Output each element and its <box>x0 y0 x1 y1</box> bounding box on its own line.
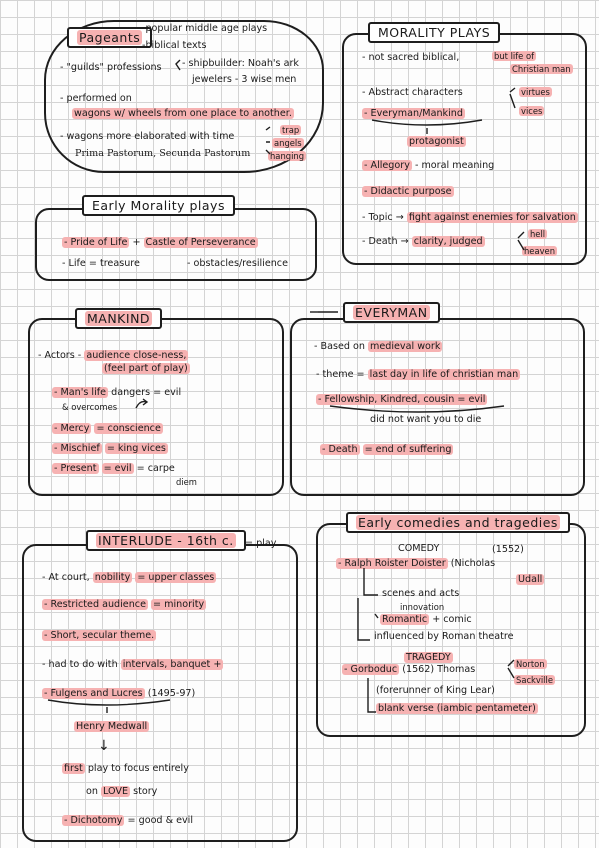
mankind-title: MANKIND <box>75 308 163 329</box>
interlude-first-play: first play to focus entirely <box>62 763 189 774</box>
comedies-norton: Norton <box>514 659 547 669</box>
comedies-comedy-label: COMEDY <box>398 543 440 554</box>
everyman-theme: - theme = last day in life of christian … <box>316 369 521 380</box>
morality-vices: vices <box>519 106 545 116</box>
mankind-diem: diem <box>176 477 197 487</box>
interlude-court: - At court, nobility = upper classes <box>42 572 217 583</box>
interlude-love: on LOVE story <box>86 786 158 797</box>
pageants-wagons: wagons w/ wheels from one place to anoth… <box>72 108 294 119</box>
comedies-year-1552: (1552) <box>492 544 524 555</box>
everyman-title: EVERYMAN <box>343 302 440 323</box>
comedies-ralph: - Ralph Roister Doister (Nicholas <box>336 558 496 569</box>
morality-virtues: virtues <box>519 87 552 97</box>
early-life-treasure: - Life = treasure <box>62 258 140 269</box>
interlude-play: = play <box>245 538 277 549</box>
morality-topic: - Topic → fight against enemies for salv… <box>362 212 578 223</box>
pageants-performed: - performed on <box>60 93 132 104</box>
morality-allegory: - Allegory - moral meaning <box>362 160 495 171</box>
interlude-short: - Short, secular theme. <box>42 630 157 641</box>
pageants-hanging: hanging <box>268 151 307 161</box>
comedies-romantic: Romantic + comic <box>380 614 472 625</box>
comedies-title: Early comedies and tragedies <box>346 512 570 533</box>
everyman-death: - Death = end of suffering <box>320 444 454 455</box>
comedies-roman: influenced by Roman theatre <box>374 631 514 642</box>
interlude-fulgens: - Fulgens and Lucres (1495-97) <box>42 688 196 699</box>
comedies-scenes: scenes and acts <box>382 588 460 599</box>
morality-not-sacred: - not sacred biblical, <box>362 52 460 63</box>
pageants-jewelers: jewelers - 3 wise men <box>192 74 297 85</box>
morality-christian-man: Christian man <box>510 64 573 74</box>
morality-protagonist: protagonist <box>407 136 466 147</box>
pageants-trap: trap <box>280 125 302 135</box>
pageants-shipbuilder: - shipbuilder: Noah's ark <box>182 58 299 69</box>
everyman-did-not: did not want you to die <box>370 414 482 425</box>
comedies-innovation: innovation <box>400 602 445 612</box>
comedies-forerunner: (forerunner of King Lear) <box>376 685 495 696</box>
interlude-dichotomy: - Dichotomy = good & evil <box>62 815 194 826</box>
morality-abstract: - Abstract characters <box>362 87 463 98</box>
everyman-fellowship: - Fellowship, Kindred, cousin = evil <box>316 394 488 405</box>
pageants-prima: Prima Pastorum, Secunda Pastorum <box>75 148 251 159</box>
morality-heaven: heaven <box>522 246 558 256</box>
mankind-mercy: - Mercy = conscience <box>52 423 163 434</box>
pageants-guilds: - "guilds" professions <box>60 62 162 73</box>
interlude-arrow: ↓ <box>98 738 110 754</box>
mankind-actors: - Actors - audience close-ness, <box>38 350 189 361</box>
comedies-udall: Udall <box>516 574 545 585</box>
mankind-mans-life: - Man's life dangers = evil <box>52 387 182 398</box>
mankind-mischief: - Mischief = king vices <box>52 443 168 454</box>
morality-everyman-mankind: - Everyman/Mankind <box>362 108 465 119</box>
interlude-title: INTERLUDE - 16th c. <box>86 530 246 551</box>
pageants-line-1: -popular middle age plays <box>142 23 268 34</box>
mankind-feel-part: (feel part of play) <box>102 363 190 374</box>
morality-death: - Death → clarity, judged <box>362 236 485 247</box>
pageants-line-2: -biblical texts <box>142 40 207 51</box>
interlude-restricted: - Restricted audience = minority <box>42 599 207 610</box>
morality-title: MORALITY PLAYS <box>368 22 501 43</box>
morality-didactic: - Didactic purpose <box>362 186 454 197</box>
pageants-angels: angels <box>272 138 304 148</box>
morality-hell: hell <box>528 229 548 239</box>
interlude-intervals: - had to do with intervals, banquet + <box>42 659 224 670</box>
pageants-wagons-elaborated: - wagons more elaborated with time <box>60 131 235 142</box>
interlude-medwall: Henry Medwall <box>74 721 150 732</box>
early-obstacles: - obstacles/resilience <box>187 258 288 269</box>
mankind-present: - Present = evil = carpe <box>52 463 175 474</box>
comedies-blank-verse: blank verse (iambic pentameter) <box>376 703 538 714</box>
early-morality-title: Early Morality plays <box>82 195 235 216</box>
early-pride: - Pride of Life + Castle of Perseverance <box>62 237 258 248</box>
pageants-cloud <box>44 20 324 173</box>
comedies-gorboduc: - Gorboduc (1562) Thomas <box>342 664 476 675</box>
morality-life-of: but life of <box>492 51 537 61</box>
comedies-sackville: Sackville <box>514 675 555 685</box>
comedies-tragedy-label: TRAGEDY <box>404 652 453 663</box>
everyman-based: - Based on medieval work <box>314 341 443 352</box>
pageants-title: Pageants <box>67 27 153 48</box>
mankind-overcomes: & overcomes <box>62 402 118 412</box>
